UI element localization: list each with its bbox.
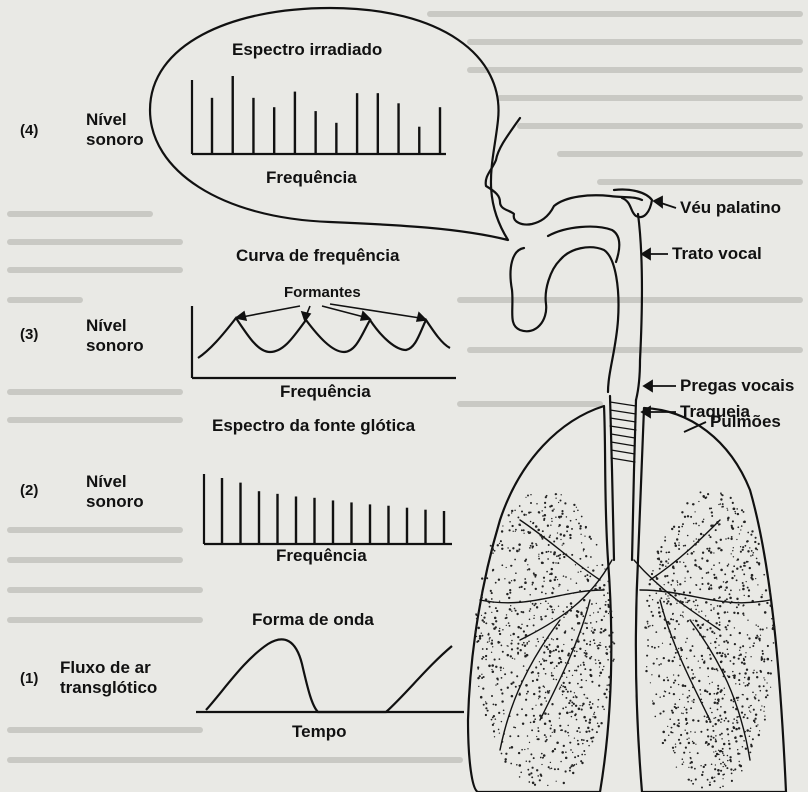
formants-label: Formantes <box>284 284 361 301</box>
panel3-title: Curva de frequência <box>236 246 399 266</box>
label-pulmoes: Pulmões <box>710 412 781 432</box>
level-label-2: Nível sonoro <box>86 472 144 511</box>
glottal-waveform <box>206 639 452 712</box>
tongue <box>548 227 619 262</box>
panel-number-1: (1) <box>20 670 38 687</box>
level-label-4: Nível sonoro <box>86 110 144 149</box>
panel2-axis-label: Frequência <box>276 546 367 566</box>
panel-number-3: (3) <box>20 326 38 343</box>
panel1-axis-label: Tempo <box>292 722 346 742</box>
label-pregas-vocais: Pregas vocais <box>680 376 794 396</box>
formant-arrows <box>236 304 426 321</box>
panel4-axis-label: Frequência <box>266 168 357 188</box>
panel3-axis-label: Frequência <box>280 382 371 402</box>
panel-number-4: (4) <box>20 122 38 139</box>
head-profile <box>486 118 642 225</box>
velum <box>614 189 652 217</box>
panel2-title: Espectro da fonte glótica <box>212 416 415 436</box>
panel4-title: Espectro irradiado <box>232 40 382 60</box>
pharynx-front <box>511 247 619 392</box>
label-veu-palatino: Véu palatino <box>680 198 781 218</box>
airflow-label: Fluxo de ar transglótico <box>60 658 157 697</box>
label-trato-vocal: Trato vocal <box>672 244 762 264</box>
formant-curve <box>198 318 450 358</box>
pharynx-back <box>636 214 642 400</box>
level-label-3: Nível sonoro <box>86 316 144 355</box>
panel1-title: Forma de onda <box>252 610 374 630</box>
panel-number-2: (2) <box>20 482 38 499</box>
